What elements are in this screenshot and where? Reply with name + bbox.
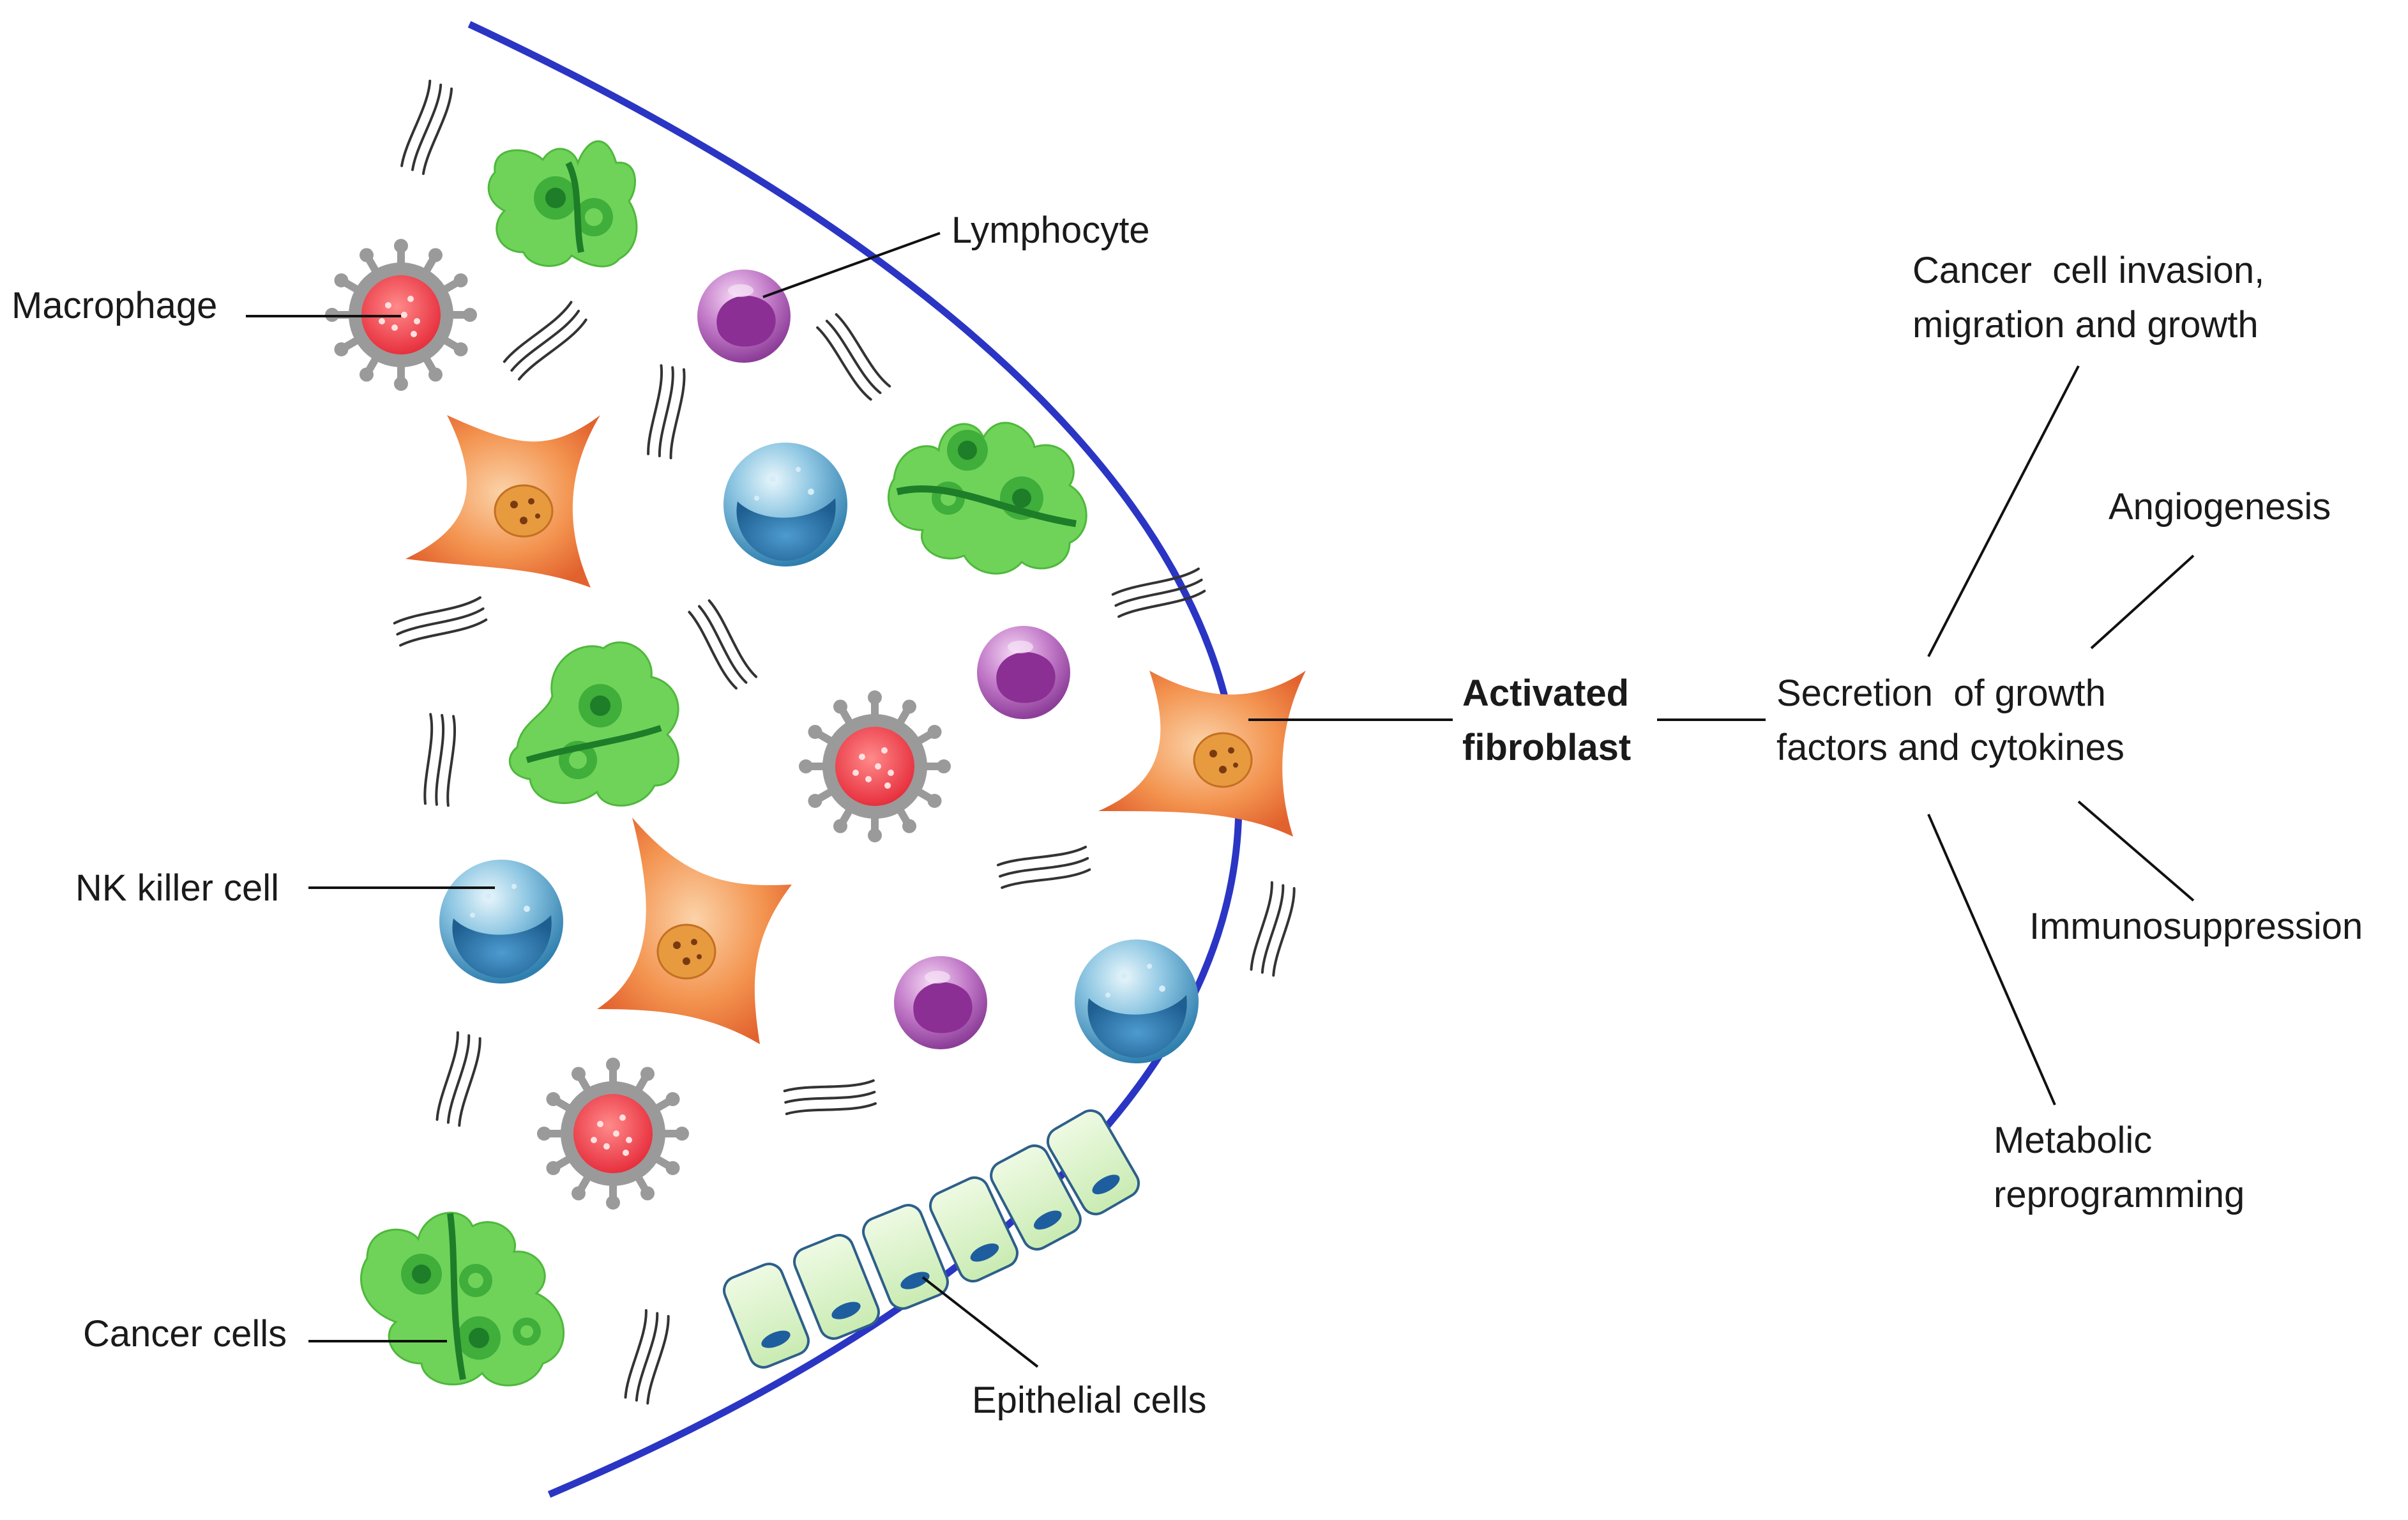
macrophage-cell [537, 1058, 689, 1210]
epithelial-cell [723, 1263, 810, 1369]
epithelial-cell [862, 1204, 949, 1310]
metabolic-label-line1: Metabolic [1994, 1120, 2152, 1161]
invasion-connector [1927, 365, 2080, 657]
metabolic-connector [1927, 814, 2056, 1106]
cancer-cell-cluster [487, 140, 638, 268]
epithelial-leader-line [921, 1276, 1039, 1368]
collagen-fiber [435, 1031, 481, 1127]
nk-killer-cell [1075, 939, 1199, 1063]
activated-fibroblast-cell [1098, 671, 1306, 837]
nk-killer-cell [439, 860, 563, 984]
collagen-fiber [624, 1309, 670, 1405]
epithelial-cell [990, 1144, 1082, 1251]
fibroblast-cell [405, 415, 600, 588]
collagen-fiber [1250, 881, 1296, 977]
collagen-fiber [1111, 567, 1206, 618]
angiogenesis-label: Angiogenesis [2109, 486, 2331, 528]
epithelial-cell [929, 1176, 1018, 1283]
cancer-cell-cluster [508, 641, 679, 807]
collagen-fiber [647, 364, 686, 460]
epithelial-cell [1046, 1109, 1140, 1215]
collagen-fiber [816, 313, 891, 401]
collagen-fiber [393, 596, 488, 647]
collagen-fiber [400, 79, 453, 175]
nk-killer-cell [723, 443, 847, 566]
angiogenesis-connector [2090, 554, 2195, 650]
cancer-cells-label: Cancer cells [83, 1313, 287, 1355]
invasion-label-line2: migration and growth [1912, 304, 2259, 346]
immunosuppression-connector [2077, 800, 2195, 902]
secretion-label-line1: Secretion of growth [1776, 673, 2106, 714]
fibroblast-cell [597, 817, 792, 1044]
macrophage-cell [799, 690, 951, 842]
lymphocyte-leader-line [762, 232, 941, 298]
activated-fibroblast-label-line1: Activated [1462, 673, 1629, 714]
cancer-cell-cluster [888, 422, 1087, 575]
invasion-label-line1: Cancer cell invasion, [1912, 250, 2264, 291]
collagen-fibers [393, 79, 1296, 1405]
collagen-fiber [783, 1079, 877, 1116]
nk-killer-cell-label: NK killer cell [75, 867, 279, 909]
collagen-fiber [688, 599, 758, 690]
collagen-fiber [423, 713, 457, 807]
secretion-label-line2: factors and cytokines [1776, 727, 2124, 768]
metabolic-label-line2: reprogramming [1994, 1174, 2245, 1215]
lymphocyte-cell [894, 956, 987, 1049]
immunosuppression-label: Immunosuppression [2029, 906, 2363, 947]
epithelial-cell-layer [723, 1109, 1140, 1369]
activated-fibroblast-label-line2: fibroblast [1462, 727, 1631, 768]
collagen-fiber [996, 846, 1091, 889]
macrophage-label: Macrophage [11, 285, 217, 326]
lymphocyte-cell [977, 626, 1070, 719]
epithelial-cells-label: Epithelial cells [972, 1379, 1207, 1421]
cancer-cell-cluster [360, 1212, 564, 1387]
collagen-fiber [503, 301, 587, 381]
epithelial-cell [793, 1234, 880, 1340]
lymphocyte-cell [697, 270, 791, 363]
lymphocyte-label: Lymphocyte [951, 209, 1150, 251]
